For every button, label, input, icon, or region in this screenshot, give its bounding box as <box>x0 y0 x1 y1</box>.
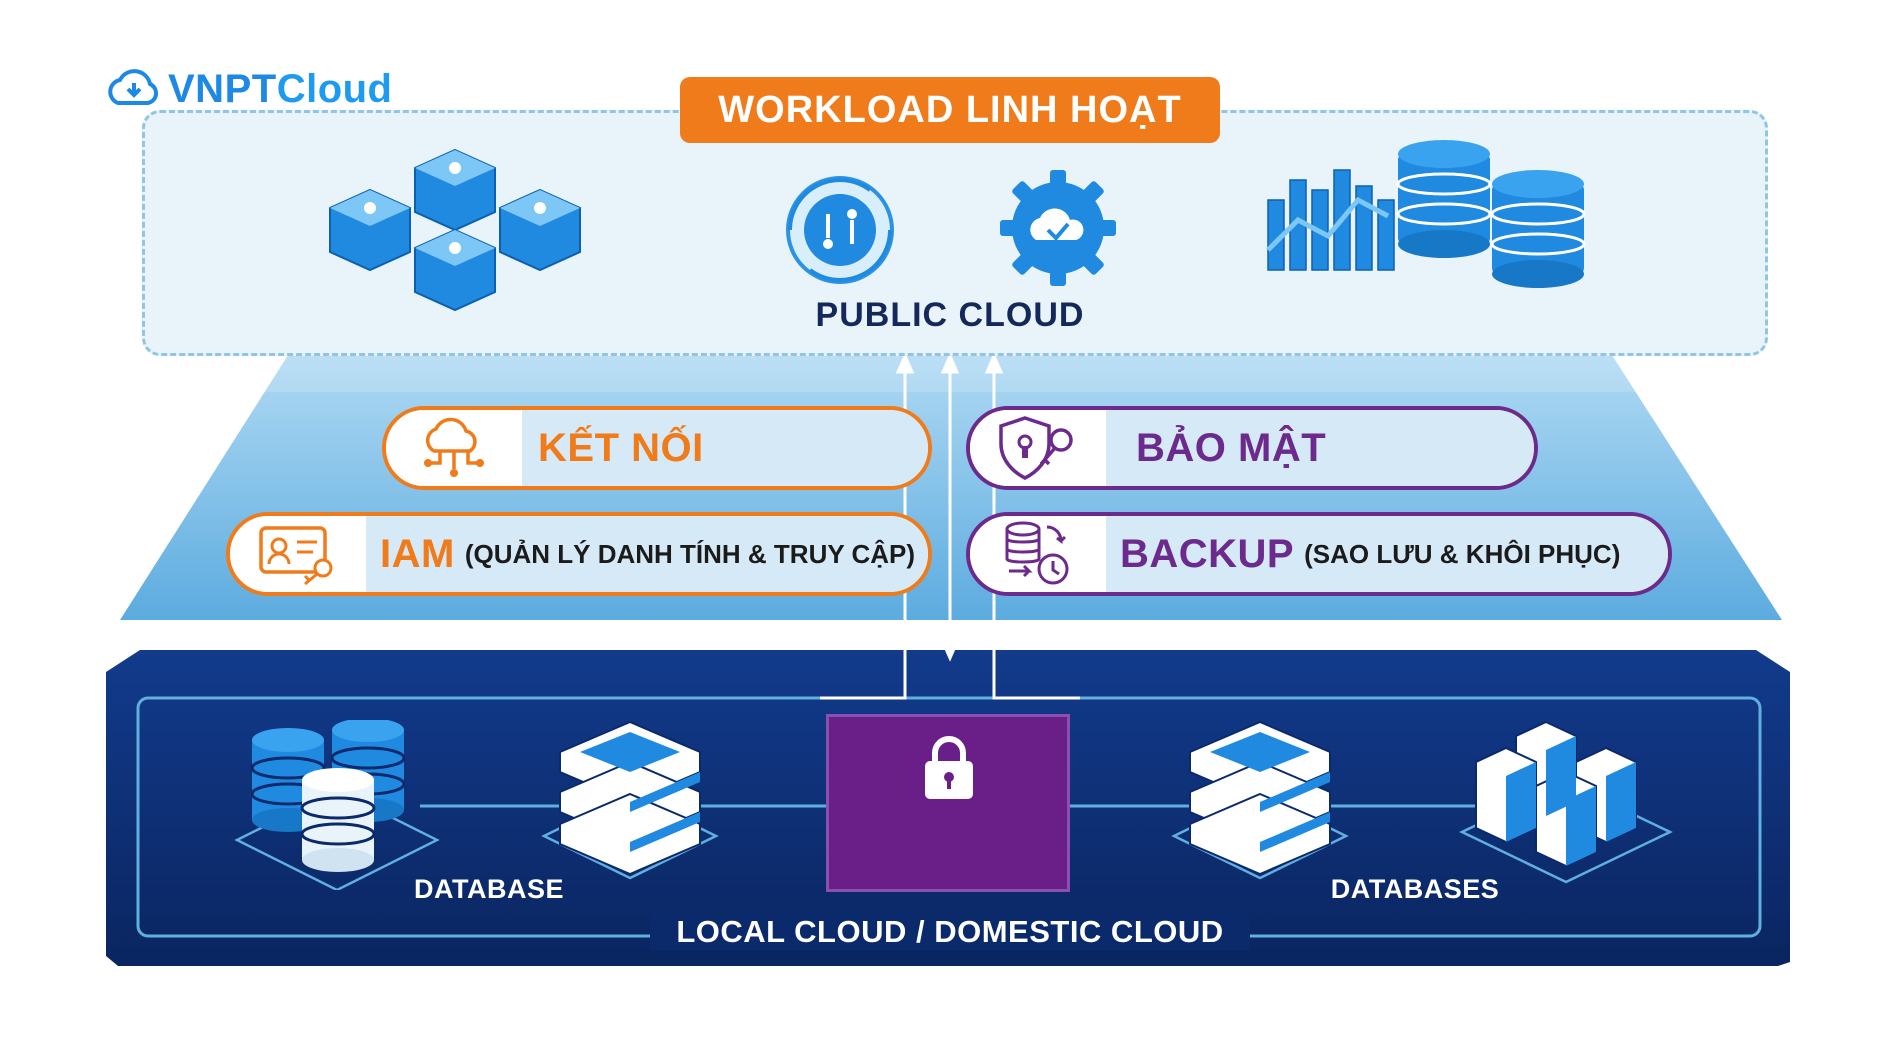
pill-ket-noi: KẾT NỐI <box>382 406 932 490</box>
database-stack-1 <box>1396 140 1492 258</box>
pill-iam-label: IAM <box>380 531 455 576</box>
pill-backup: BACKUP (SAO LƯU & KHÔI PHỤC) <box>966 512 1672 596</box>
cloud-network-icon <box>424 417 484 477</box>
database-restore-icon <box>1005 521 1069 585</box>
database-label: DATABASE <box>414 874 564 904</box>
id-card-key-icon <box>259 526 333 586</box>
shield-key-icon <box>999 416 1073 480</box>
server-rack-icon <box>541 720 719 880</box>
public-cloud-label: PUBLIC CLOUD <box>815 296 1085 334</box>
analytics-database-icon <box>1266 140 1586 288</box>
local-cloud-label: LOCAL CLOUD / DOMESTIC CLOUD <box>650 914 1250 950</box>
logo-text-cloud: Cloud <box>276 66 393 111</box>
pill-bao-mat: BẢO MẬT <box>966 406 1538 490</box>
secure-core-box <box>826 714 1070 892</box>
databases-label: DATABASES <box>1330 874 1500 904</box>
vnpt-cloud-logo: VNPTCloud <box>104 64 393 114</box>
padlock-icon <box>925 736 973 799</box>
pill-iam: IAM (QUẢN LÝ DANH TÍNH & TRUY CẬP) <box>226 512 932 596</box>
logo-text-vnpt: VNPT <box>168 66 277 111</box>
workload-badge: WORKLOAD LINH HOẠT <box>680 77 1220 143</box>
pill-ket-noi-label: KẾT NỐI <box>538 425 704 470</box>
database-cluster-icon <box>234 720 440 890</box>
cloud-sync-icon <box>108 69 159 105</box>
workflow-sync-icon <box>786 176 894 284</box>
pill-bao-mat-label: BẢO MẬT <box>1136 425 1327 470</box>
pill-backup-sub: (SAO LƯU & KHÔI PHỤC) <box>1304 538 1621 569</box>
cloud-gear-icon <box>1000 170 1116 286</box>
server-rack-right-icon <box>1171 720 1349 880</box>
pill-backup-label: BACKUP <box>1120 531 1295 576</box>
pill-iam-sub: (QUẢN LÝ DANH TÍNH & TRUY CẬP) <box>464 538 916 569</box>
container-cluster-icon <box>329 148 581 312</box>
server-cluster-icon <box>1459 720 1673 884</box>
